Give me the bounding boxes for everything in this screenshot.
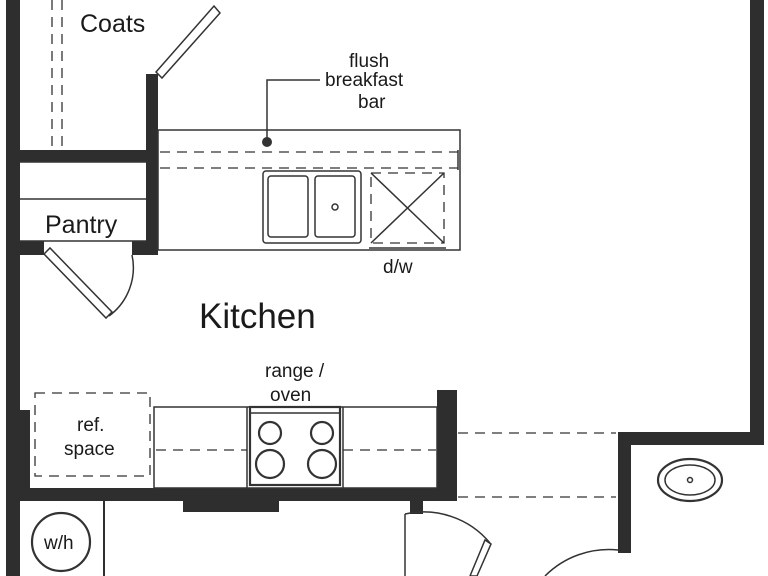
kitchen-left-wall-thick [20, 410, 30, 500]
pantry: Pantry [20, 198, 146, 320]
water-heater: w/h [30, 511, 92, 573]
pantry-door-jamb-left [20, 241, 44, 255]
walls [6, 0, 764, 576]
toilet [544, 457, 724, 576]
kitchen-label: Kitchen [199, 297, 316, 336]
refrigerator-label-1: ref. [77, 415, 104, 436]
water-heater-label: w/h [43, 533, 74, 554]
bottom-door-swing [404, 511, 491, 544]
door-jamb-bottom [410, 500, 423, 514]
pantry-door-swing [108, 254, 135, 317]
refrigerator-outline [34, 392, 151, 477]
bath-door-swing [544, 548, 619, 576]
range-label-1: range / [265, 361, 325, 382]
water-heater-outline [30, 511, 92, 573]
burner-front-right [306, 448, 338, 480]
coats-door-leaf [154, 4, 221, 80]
coats-label: Coats [80, 10, 145, 38]
counter-outline [157, 129, 461, 251]
refrigerator-label-2: space [64, 439, 115, 460]
sink-basin-left [267, 175, 309, 238]
pantry-door-jamb-right [132, 241, 158, 255]
range-counter: range / oven [153, 361, 438, 489]
bath-left-wall [618, 432, 631, 553]
pantry-door-leaf [42, 246, 114, 320]
bottom-door [404, 511, 492, 576]
right-exterior-wall [750, 0, 764, 445]
range-label-2: oven [270, 385, 311, 406]
laundry-divider [103, 500, 105, 576]
toilet-bowl-outer [656, 457, 724, 503]
toilet-bowl-inner [664, 464, 716, 496]
dishwasher-x-2 [370, 172, 445, 244]
kitchen-bottom-wall [20, 488, 456, 501]
sink-counter: d/w [157, 129, 461, 278]
kitchen-right-wall-stub [437, 390, 457, 501]
dishwasher-label: d/w [383, 257, 413, 278]
sink-outline [262, 170, 362, 244]
leader-line [266, 79, 320, 142]
burner-back-right [309, 420, 335, 446]
dishwasher-outline [370, 172, 445, 244]
burner-back-left [257, 420, 283, 446]
bottom-door-leaf [469, 538, 492, 576]
breakfast-bar-label-2: breakfast [325, 70, 404, 91]
leader-dot [262, 137, 272, 147]
range-counter-outline [153, 406, 438, 489]
pantry-right-wall [146, 160, 158, 255]
pantry-label: Pantry [45, 211, 118, 239]
sink-basin-right [314, 175, 356, 238]
breakfast-bar-callout: flush breakfast bar [262, 51, 404, 147]
range-outline [248, 405, 342, 487]
coats-closet: Coats [20, 0, 221, 163]
coats-closet-side-wall [146, 74, 158, 162]
coats-closet-bottom-wall [20, 150, 158, 162]
sink-drain [331, 203, 339, 211]
burner-front-left [254, 448, 286, 480]
range-hood-block [183, 500, 279, 512]
breakfast-bar-label-1: flush [349, 51, 389, 72]
toilet-drain [686, 476, 694, 484]
breakfast-bar-label-3: bar [358, 92, 386, 113]
left-exterior-wall [6, 0, 20, 576]
refrigerator-space: ref. space [34, 392, 151, 477]
bath-top-wall [618, 432, 764, 445]
